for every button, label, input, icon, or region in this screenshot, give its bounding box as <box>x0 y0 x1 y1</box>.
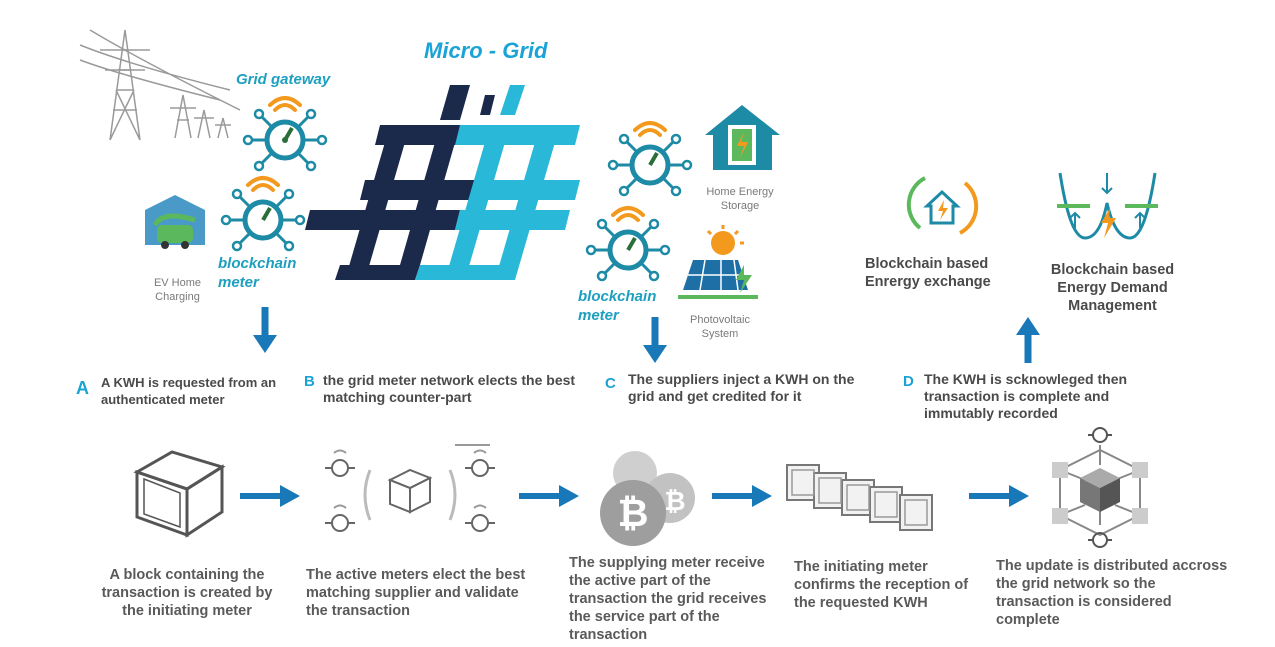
step-c-letter: C <box>605 375 616 392</box>
flow-step-4-text: The initiating meter confirms the recept… <box>794 559 969 611</box>
arrow-right-icon <box>969 485 1029 507</box>
block-cube-icon <box>133 450 226 538</box>
blockchain-meter-right-label: blockchain meter <box>578 288 657 324</box>
arrow-up-icon <box>1016 317 1040 363</box>
step-d-text: The KWH is scknowleged then transaction … <box>924 371 1128 421</box>
meter-network-icon <box>325 444 495 532</box>
feature-demand-management: Blockchain based Energy Demand Managemen… <box>1050 262 1175 314</box>
step-c-text: The suppliers inject a KWH on the grid a… <box>628 371 855 404</box>
smart-meter-icon <box>585 206 671 282</box>
flow-step-1-text: A block containing the transaction is cr… <box>101 567 273 619</box>
smart-meter-icon <box>220 176 306 252</box>
transmission-tower-icon <box>79 29 241 141</box>
page-title: Micro - Grid <box>424 38 548 63</box>
step-b-text: the grid meter network elects the best m… <box>323 372 576 405</box>
flow-step-5-text: The update is distributed accross the gr… <box>996 558 1228 628</box>
blockchain-meter-left-label: blockchain meter <box>218 255 297 291</box>
arrow-down-icon <box>643 317 667 363</box>
flow-step-2-text: The active meters elect the best matchin… <box>306 567 526 619</box>
step-a-letter: A <box>76 378 89 398</box>
smart-meter-icon <box>242 96 328 172</box>
bitcoin-coins-icon: ₿ ₿ <box>600 451 695 546</box>
step-a-text: A KWH is requested from an authenticated… <box>101 375 277 407</box>
home-energy-storage-label: Home Energy Storage <box>706 186 774 212</box>
arrow-right-icon <box>519 485 579 507</box>
block-chain-icon <box>786 464 933 531</box>
svg-text:₿: ₿ <box>664 487 685 517</box>
energy-exchange-icon <box>906 176 979 235</box>
arrow-down-icon <box>253 307 277 353</box>
solar-panel-icon <box>678 225 758 299</box>
flow-step-3-text: The supplying meter receive the active p… <box>569 555 767 643</box>
grid-gateway-label: Grid gateway <box>236 71 331 88</box>
distributed-network-icon <box>1052 427 1148 548</box>
demand-management-icon <box>1057 172 1158 240</box>
home-battery-icon <box>705 105 780 170</box>
smart-meter-icon <box>607 121 693 197</box>
micro-grid-logo-icon <box>305 85 580 280</box>
feature-energy-exchange: Blockchain based Enrergy exchange <box>865 256 991 290</box>
ev-charging-icon <box>145 195 205 249</box>
photovoltaic-label: Photovoltaic System <box>690 314 750 340</box>
ev-charging-label: EV Home Charging <box>153 277 202 303</box>
arrow-right-icon <box>712 485 772 507</box>
step-b-letter: B <box>304 373 315 390</box>
arrow-right-icon <box>240 485 300 507</box>
step-d-letter: D <box>903 373 914 390</box>
svg-text:₿: ₿ <box>618 491 649 535</box>
